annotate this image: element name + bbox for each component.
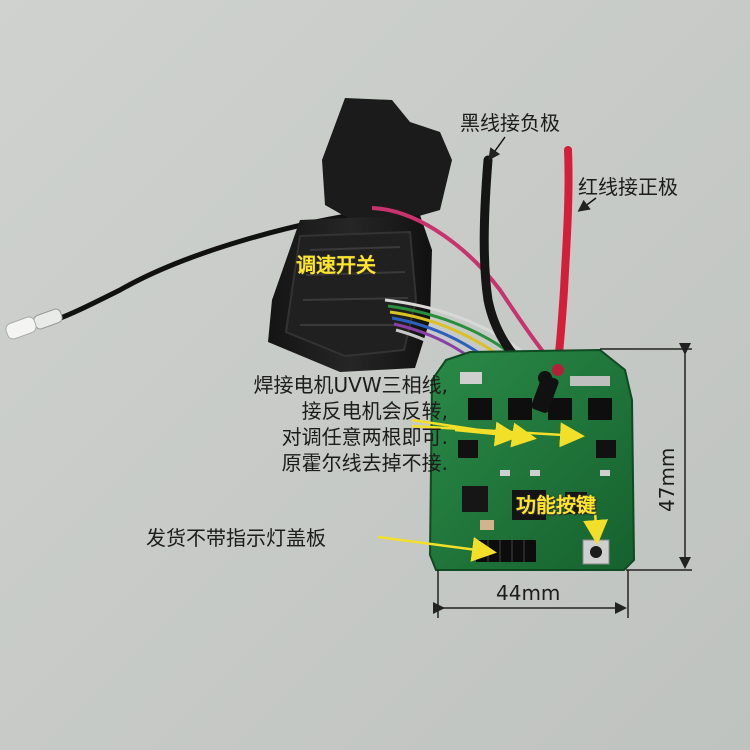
- pcb-board: [428, 348, 636, 571]
- speed-switch-label: 调速开关: [296, 253, 376, 277]
- pink-wire: [371, 206, 562, 374]
- shipping-note-label: 发货不带指示灯盖板: [146, 526, 326, 550]
- motor-note-line: 接反电机会反转,: [301, 399, 448, 423]
- red-power-wire: [554, 146, 573, 366]
- speed-switch-body: [268, 98, 452, 372]
- motor-note-line: 原霍尔线去掉不接.: [281, 451, 448, 475]
- motor-note-line: 焊接电机UVW三相线,: [253, 373, 448, 397]
- red-wire-label: 红线接正极: [578, 175, 678, 199]
- heat-shrink-sleeve: [531, 375, 559, 413]
- width-dimension-label: 44mm: [496, 581, 561, 605]
- height-dimension-label: 47mm: [655, 447, 679, 512]
- black-wire-leader: [488, 136, 506, 161]
- function-key-label: 功能按键: [516, 493, 596, 517]
- width-dimension-line: [433, 570, 629, 618]
- annotation-arrows: [377, 418, 609, 562]
- motor-wiring-notes: 焊接电机UVW三相线, 接反电机会反转, 对调任意两根即可. 原霍尔线去掉不接.: [188, 372, 448, 476]
- red-wire-leader: [577, 197, 597, 212]
- height-dimension-line: [600, 343, 692, 571]
- motor-note-line: 对调任意两根即可.: [281, 425, 448, 449]
- black-wire-label: 黑线接负极: [460, 111, 560, 135]
